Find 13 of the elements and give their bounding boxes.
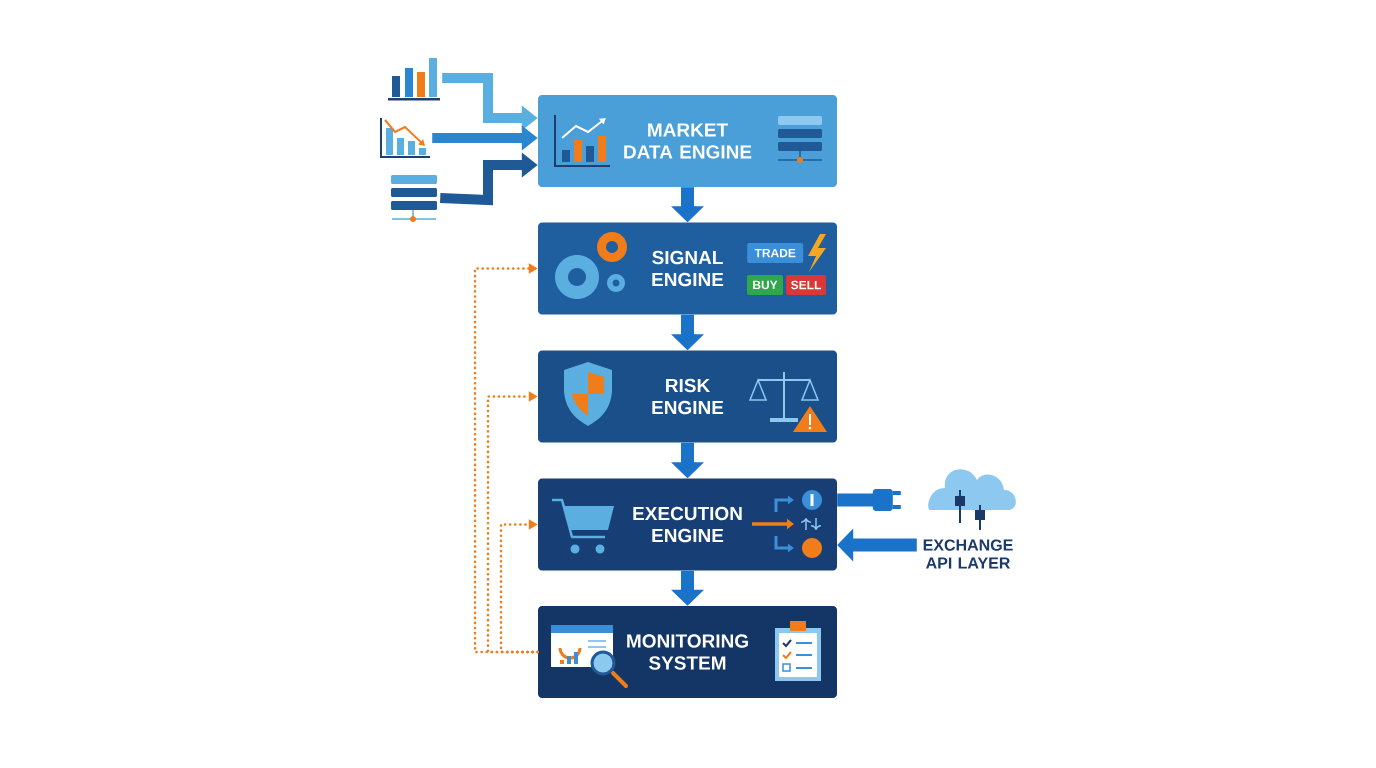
engine-box: EXECUTION ENGINE — [538, 478, 837, 571]
feedback-arrow — [499, 519, 540, 654]
trade-badge: TRADE — [747, 243, 804, 263]
sell-badge: SELL — [786, 275, 826, 295]
feedback-arrow — [473, 263, 540, 654]
bar-chart-icon — [388, 58, 440, 101]
plug-connector — [837, 489, 901, 511]
falling-chart-icon — [380, 117, 431, 158]
server-icon — [391, 175, 437, 222]
buy-badge: BUY — [747, 275, 783, 295]
engine-box: MARKET DATA ENGINE — [538, 95, 837, 187]
feedback-arrow — [486, 391, 540, 654]
layer-label: EXCHANGE API LAYER — [923, 539, 1013, 569]
